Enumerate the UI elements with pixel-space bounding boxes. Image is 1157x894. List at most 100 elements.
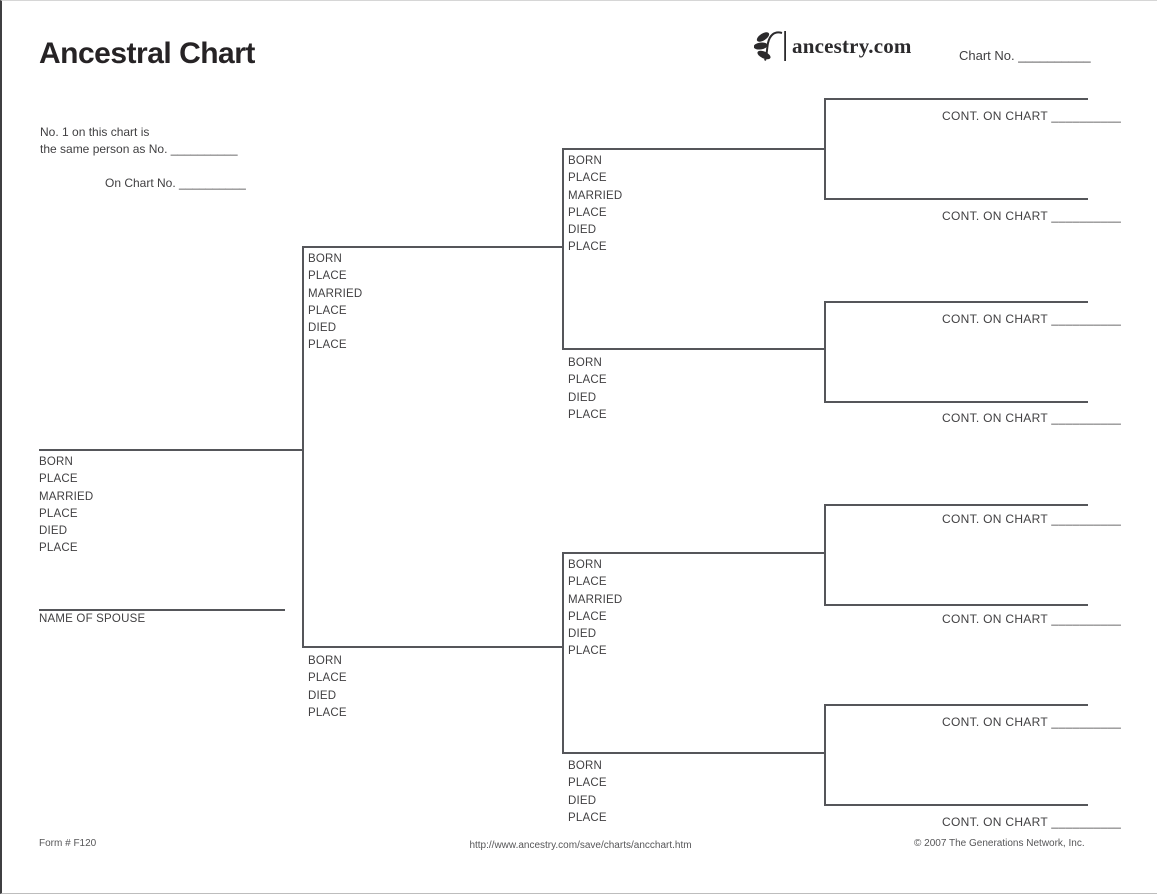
line-great-grandparent-8	[824, 804, 1088, 806]
page-title: Ancestral Chart	[39, 37, 255, 70]
cont-blank-3[interactable]: __________	[1051, 312, 1122, 326]
cont-label: CONT. ON CHART	[942, 109, 1048, 123]
reference-line3-label: On Chart No.	[105, 176, 176, 190]
cont-blank-6[interactable]: __________	[1051, 612, 1122, 626]
cont-on-chart-1: CONT. ON CHART __________	[942, 109, 1121, 123]
reference-note: No. 1 on this chart is the same person a…	[40, 124, 238, 158]
connector-gen4-3	[824, 504, 826, 605]
cont-label: CONT. ON CHART	[942, 512, 1048, 526]
paternal-grandmother-fields: BORN PLACE DIED PLACE	[568, 355, 607, 424]
cont-label: CONT. ON CHART	[942, 312, 1048, 326]
reference-line1: No. 1 on this chart is	[40, 125, 150, 139]
cont-on-chart-7: CONT. ON CHART __________	[942, 715, 1121, 729]
field-label: DIED	[568, 224, 597, 237]
field-label: DIED	[568, 628, 597, 641]
logo-text: ancestry.com	[792, 33, 912, 58]
field-label: PLACE	[308, 270, 347, 283]
field-label: DIED	[308, 689, 337, 702]
cont-blank-4[interactable]: __________	[1051, 411, 1122, 425]
line-paternal-grandmother	[562, 348, 824, 350]
cont-on-chart-8: CONT. ON CHART __________	[942, 815, 1121, 829]
connector-gen3-paternal	[562, 148, 564, 349]
field-label: PLACE	[568, 241, 607, 254]
field-label: BORN	[568, 357, 603, 369]
field-label: PLACE	[39, 507, 78, 520]
cont-label: CONT. ON CHART	[942, 411, 1048, 425]
field-label: PLACE	[568, 206, 607, 219]
cont-label: CONT. ON CHART	[942, 612, 1048, 626]
cont-on-chart-6: CONT. ON CHART __________	[942, 612, 1121, 626]
field-label: MARRIED	[39, 490, 94, 503]
line-great-grandparent-5	[824, 504, 1088, 506]
field-label: PLACE	[568, 610, 607, 623]
field-label: PLACE	[39, 473, 78, 486]
line-great-grandparent-7	[824, 704, 1088, 706]
cont-label: CONT. ON CHART	[942, 209, 1048, 223]
field-label: PLACE	[568, 811, 607, 824]
field-label: DIED	[308, 322, 337, 335]
line-mother	[302, 646, 562, 648]
field-label: PLACE	[568, 408, 607, 421]
chart-no-field: Chart No. __________	[959, 48, 1091, 63]
cont-on-chart-2: CONT. ON CHART __________	[942, 209, 1121, 223]
field-label: BORN	[39, 456, 74, 468]
cont-label: CONT. ON CHART	[942, 815, 1048, 829]
cont-blank-7[interactable]: __________	[1051, 715, 1122, 729]
field-label: DIED	[568, 391, 597, 404]
field-label: PLACE	[568, 777, 607, 790]
line-person-1	[39, 449, 302, 451]
field-label: PLACE	[568, 576, 607, 589]
field-label: PLACE	[568, 645, 607, 658]
ancestry-logo: ancestry.com	[754, 29, 912, 63]
reference-line2: the same person as No. __________	[40, 141, 238, 158]
chart-no-label: Chart No.	[959, 48, 1015, 63]
reference-line3: On Chart No. __________	[105, 176, 246, 190]
person-1-fields: BORN PLACE MARRIED PLACE DIED PLACE	[39, 454, 93, 558]
on-chart-no-blank[interactable]: __________	[179, 176, 246, 190]
form-number: Form # F120	[39, 838, 97, 849]
cont-blank-8[interactable]: __________	[1051, 815, 1122, 829]
reference-line2-label: the same person as No.	[40, 142, 168, 156]
cont-blank-5[interactable]: __________	[1051, 512, 1122, 526]
footer-url: http://www.ancestry.com/save/charts/ancc…	[469, 840, 692, 851]
connector-gen2	[302, 246, 304, 647]
line-maternal-grandmother	[562, 752, 824, 754]
field-label: PLACE	[568, 172, 607, 185]
connector-gen4-1	[824, 98, 826, 199]
field-label: PLACE	[308, 672, 347, 685]
chart-no-blank[interactable]: __________	[1018, 48, 1091, 63]
field-label: DIED	[568, 794, 597, 807]
ancestry-leaf-icon	[754, 31, 786, 61]
field-label: MARRIED	[308, 287, 363, 300]
cont-blank-1[interactable]: __________	[1051, 109, 1122, 123]
cont-on-chart-4: CONT. ON CHART __________	[942, 411, 1121, 425]
line-great-grandparent-6	[824, 604, 1088, 606]
copyright: © 2007 The Generations Network, Inc.	[914, 838, 1085, 849]
line-great-grandparent-1	[824, 98, 1088, 100]
cont-label: CONT. ON CHART	[942, 715, 1048, 729]
field-label: PLACE	[308, 706, 347, 719]
field-label: BORN	[308, 253, 343, 265]
connector-gen4-2	[824, 301, 826, 402]
same-person-no-blank[interactable]: __________	[170, 142, 238, 156]
line-maternal-grandfather	[562, 552, 824, 554]
field-label: PLACE	[308, 304, 347, 317]
cont-on-chart-5: CONT. ON CHART __________	[942, 512, 1121, 526]
line-spouse	[39, 609, 285, 611]
field-label: PLACE	[39, 542, 78, 555]
cont-blank-2[interactable]: __________	[1051, 209, 1122, 223]
field-label: PLACE	[568, 374, 607, 387]
field-label: BORN	[568, 155, 603, 167]
cont-on-chart-3: CONT. ON CHART __________	[942, 312, 1121, 326]
line-great-grandparent-2	[824, 198, 1088, 200]
field-label: MARRIED	[568, 593, 623, 606]
line-great-grandparent-3	[824, 301, 1088, 303]
field-label: DIED	[39, 525, 68, 538]
spouse-name-label: NAME OF SPOUSE	[39, 613, 146, 625]
mother-fields: BORN PLACE DIED PLACE	[308, 653, 347, 722]
field-label: BORN	[308, 655, 343, 667]
